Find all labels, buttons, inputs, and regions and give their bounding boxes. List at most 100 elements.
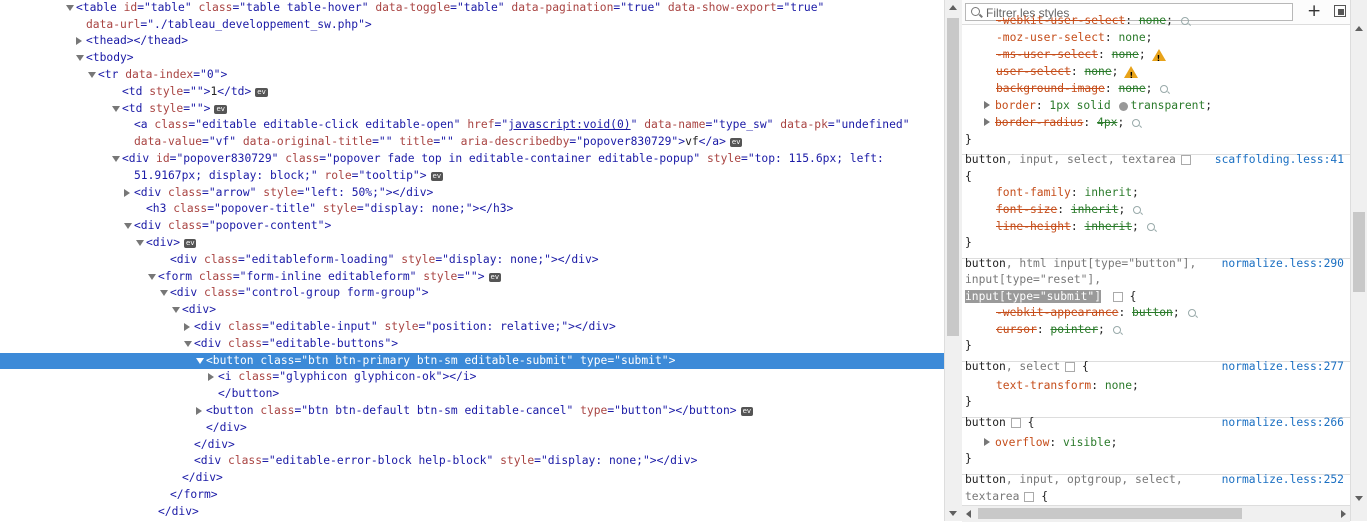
color-swatch-icon[interactable] — [1119, 101, 1129, 111]
search-overridden-icon[interactable] — [1146, 223, 1155, 231]
markup-node[interactable]: data-url="./tableau_developpement_sw.php… — [0, 17, 944, 33]
scroll-thumb[interactable] — [978, 508, 1242, 519]
expanded-arrow-icon[interactable] — [148, 274, 156, 280]
source-link[interactable]: normalize.less:252 — [1221, 473, 1344, 486]
markup-node[interactable]: </div> — [0, 470, 944, 486]
expanded-arrow-icon[interactable] — [124, 223, 132, 229]
expanded-arrow-icon[interactable] — [88, 72, 96, 78]
rule-declaration[interactable]: border: 1px solid transparent; — [962, 97, 1350, 114]
markup-node[interactable]: </div> — [0, 420, 944, 436]
rule-declaration[interactable]: border-radius: 4px; — [962, 114, 1350, 131]
markup-node[interactable]: <div class="arrow" style="left: 50%;"></… — [0, 185, 944, 201]
expanded-arrow-icon[interactable] — [66, 5, 74, 11]
markup-node[interactable]: <div class="editable-buttons"> — [0, 336, 944, 352]
markup-node[interactable]: <tr data-index="0"> — [0, 67, 944, 83]
markup-node[interactable]: <div>ev — [0, 235, 944, 251]
source-link[interactable]: normalize.less:277 — [1221, 360, 1344, 373]
expanded-arrow-icon[interactable] — [196, 358, 204, 364]
rule-selector[interactable]: button, input, optgroup, select,normaliz… — [962, 471, 1350, 488]
selector-highlight-icon[interactable] — [1024, 492, 1035, 502]
rules-horizontal-scrollbar[interactable] — [962, 505, 1350, 522]
expanded-arrow-icon[interactable] — [172, 307, 180, 313]
expanded-arrow-icon[interactable] — [112, 156, 120, 162]
scroll-right-arrow-icon[interactable] — [1341, 510, 1346, 518]
markup-node[interactable]: 51.9167px; display: block;" role="toolti… — [0, 168, 944, 184]
add-rule-button[interactable]: + — [1307, 1, 1322, 21]
markup-node[interactable]: <div id="popover830729" class="popover f… — [0, 151, 944, 167]
rule-declaration[interactable]: -moz-user-select: none; — [962, 29, 1350, 46]
markup-node[interactable]: <button class="btn btn-default btn-sm ed… — [0, 403, 944, 419]
markup-node[interactable]: <td style="">ev — [0, 101, 944, 117]
rule-selector[interactable]: button, select {normalize.less:277 — [962, 358, 1350, 375]
source-link[interactable]: normalize.less:290 — [1221, 257, 1344, 270]
scroll-up-arrow-icon[interactable] — [1355, 26, 1363, 31]
rule-selector[interactable]: input[type="submit"] { — [962, 288, 1350, 305]
markup-node[interactable]: <div class="editableform-loading" style=… — [0, 252, 944, 268]
collapsed-arrow-icon[interactable] — [208, 373, 214, 381]
markup-node-selected[interactable]: <button class="btn btn-primary btn-sm ed… — [0, 353, 944, 369]
search-overridden-icon[interactable] — [1133, 206, 1142, 214]
markup-node[interactable]: <a class="editable editable-click editab… — [0, 117, 944, 133]
markup-node[interactable]: </form> — [0, 487, 944, 503]
markup-node[interactable]: </div> — [0, 437, 944, 453]
search-overridden-icon[interactable] — [1180, 17, 1189, 25]
collapsed-arrow-icon[interactable] — [184, 323, 190, 331]
markup-node[interactable]: <div class="control-group form-group"> — [0, 285, 944, 301]
markup-scrollbar[interactable] — [944, 0, 962, 521]
scroll-up-arrow-icon[interactable] — [949, 5, 957, 10]
expand-shorthand-icon[interactable] — [984, 101, 990, 109]
markup-node[interactable]: <div class="popover-content"> — [0, 218, 944, 234]
expanded-arrow-icon[interactable] — [160, 290, 168, 296]
markup-node[interactable]: <tbody> — [0, 50, 944, 66]
collapsed-arrow-icon[interactable] — [76, 37, 82, 45]
markup-node[interactable]: </div> — [0, 504, 944, 520]
rule-declaration[interactable]: cursor: pointer; — [962, 321, 1350, 338]
rule-declaration[interactable]: -webkit-user-select: none; — [962, 12, 1350, 29]
rules-scrollbar[interactable] — [1350, 0, 1367, 521]
rule-selector[interactable]: input[type="reset"], — [962, 271, 1350, 288]
selector-highlight-icon[interactable] — [1065, 362, 1076, 372]
selector-highlight-icon[interactable] — [1180, 155, 1191, 165]
expanded-arrow-icon[interactable] — [184, 341, 192, 347]
search-overridden-icon[interactable] — [1112, 326, 1121, 334]
markup-node[interactable]: <td style="">1</td>ev — [0, 84, 944, 100]
rule-selector[interactable]: button {normalize.less:266 — [962, 414, 1350, 431]
selector-highlight-icon[interactable] — [1010, 418, 1021, 428]
search-overridden-icon[interactable] — [1132, 119, 1141, 127]
scroll-down-arrow-icon[interactable] — [949, 511, 957, 516]
rule-selector[interactable]: button, html input[type="button"],normal… — [962, 255, 1350, 272]
source-link[interactable]: scaffolding.less:41 — [1214, 153, 1344, 166]
markup-node[interactable]: </button> — [0, 386, 944, 402]
markup-node[interactable]: data-value="vf" data-original-title="" t… — [0, 134, 944, 150]
event-badge[interactable]: ev — [184, 238, 197, 248]
markup-node[interactable]: <div class="editable-error-block help-bl… — [0, 453, 944, 469]
rule-selector[interactable]: textarea { — [962, 488, 1350, 505]
markup-node[interactable]: <thead></thead> — [0, 33, 944, 49]
rule-declaration[interactable]: -webkit-appearance: button; — [962, 304, 1350, 321]
rule-declaration[interactable]: background-image: none; — [962, 80, 1350, 97]
event-badge[interactable]: ev — [488, 272, 501, 282]
markup-node[interactable]: <div> — [0, 302, 944, 318]
scroll-thumb[interactable] — [947, 18, 959, 336]
expand-shorthand-icon[interactable] — [984, 438, 990, 446]
markup-node[interactable]: <form class="form-inline editableform" s… — [0, 269, 944, 285]
rule-declaration[interactable]: font-family: inherit; — [962, 184, 1350, 201]
scroll-thumb[interactable] — [1353, 212, 1365, 292]
collapsed-arrow-icon[interactable] — [196, 407, 202, 415]
expand-shorthand-icon[interactable] — [984, 118, 990, 126]
event-badge[interactable]: ev — [729, 137, 743, 147]
event-badge[interactable]: ev — [430, 171, 443, 181]
rule-declaration[interactable]: line-height: inherit; — [962, 218, 1350, 235]
expanded-arrow-icon[interactable] — [112, 106, 120, 112]
event-badge[interactable]: ev — [255, 87, 268, 97]
rule-declaration[interactable]: overflow: visible; — [962, 434, 1350, 451]
expanded-arrow-icon[interactable] — [136, 240, 144, 246]
filter-styles-input[interactable]: Filtrer les styles — [965, 3, 1293, 21]
rule-declaration[interactable]: -ms-user-select: none; — [962, 46, 1350, 67]
markup-node[interactable]: <h3 class="popover-title" style="display… — [0, 201, 944, 217]
element-picker-icon[interactable] — [1334, 5, 1346, 17]
search-overridden-icon[interactable] — [1160, 85, 1169, 93]
expanded-arrow-icon[interactable] — [76, 55, 84, 61]
markup-node[interactable]: <i class="glyphicon glyphicon-ok"></i> — [0, 369, 944, 385]
collapsed-arrow-icon[interactable] — [124, 189, 130, 197]
